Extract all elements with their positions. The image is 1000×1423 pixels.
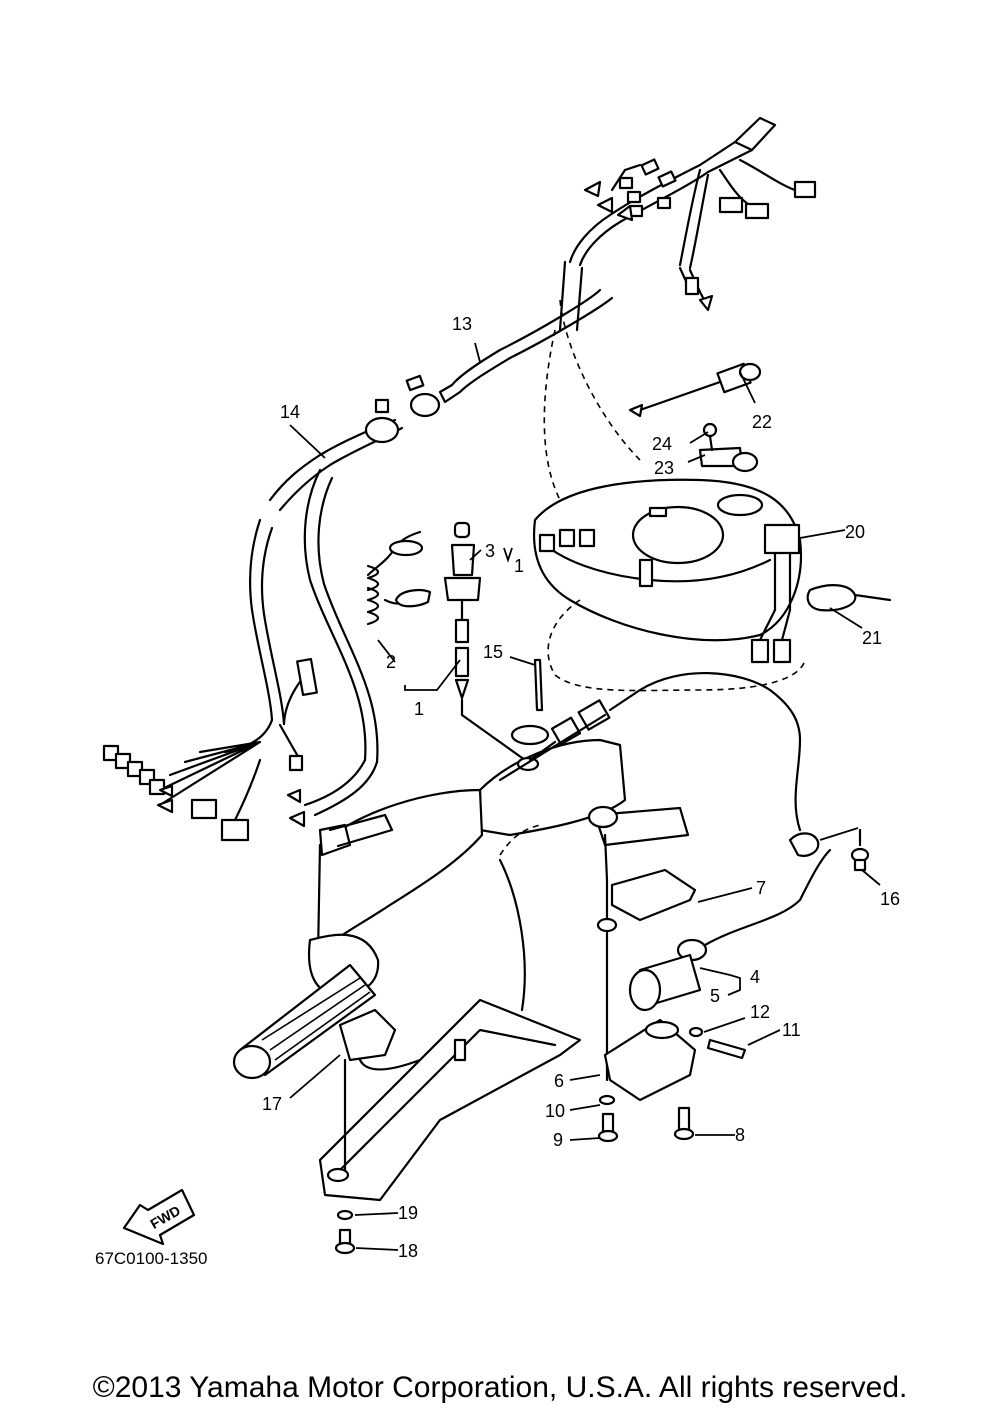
callout-19: 19 (398, 1203, 418, 1223)
bottom-cowling (532, 299, 806, 692)
leader-lines (289, 342, 881, 1251)
callout-13: 13 (452, 314, 472, 334)
callout-15: 15 (483, 642, 503, 662)
tiller-handle (232, 724, 690, 1202)
switch-cover-lower (598, 1018, 697, 1106)
main-wire-harness (405, 116, 817, 418)
callout-18: 18 (398, 1241, 418, 1261)
callout-5: 5 (710, 986, 720, 1006)
cable-tie (533, 658, 544, 712)
callout-16: 16 (880, 889, 900, 909)
callout-6: 6 (554, 1071, 564, 1091)
harness-connector (498, 672, 802, 832)
copyright-notice: ©2013 Yamaha Motor Corporation, U.S.A. A… (92, 1371, 908, 1404)
fasteners (334, 828, 870, 1255)
engine-stop-switch (443, 521, 540, 772)
callout-20: 20 (845, 522, 865, 542)
callout-23: 23 (654, 458, 674, 478)
callout-1-bottom: 1 (414, 699, 424, 719)
callout-1-top: 1 (514, 556, 524, 576)
callout-2: 2 (386, 652, 396, 672)
callout-21: 21 (862, 628, 882, 648)
main-switch (628, 848, 832, 1012)
callout-17: 17 (262, 1094, 282, 1114)
callout-10: 10 (545, 1101, 565, 1121)
callout-11: 11 (782, 1020, 801, 1040)
callout-7: 7 (756, 878, 766, 898)
sub-wire-harness (102, 398, 432, 842)
switch-cover (596, 833, 697, 1082)
callout-labels: 13 14 22 24 23 20 21 3 1 2 1 15 16 7 4 5… (262, 314, 900, 1261)
connector-20 (750, 523, 801, 664)
callout-3: 3 (485, 541, 495, 561)
callout-9: 9 (553, 1130, 563, 1150)
diagram-code: 67C0100-1350 (95, 1249, 207, 1268)
plastic-band (806, 584, 892, 612)
neutral-switch (628, 362, 762, 473)
callout-4: 4 (750, 967, 760, 987)
fwd-arrow-icon: FWD (122, 1188, 196, 1246)
callout-24: 24 (652, 434, 672, 454)
relay-17 (338, 1008, 422, 1172)
callout-22: 22 (752, 412, 772, 432)
callout-12: 12 (750, 1002, 770, 1022)
callout-14: 14 (280, 402, 300, 422)
callout-8: 8 (735, 1125, 745, 1145)
